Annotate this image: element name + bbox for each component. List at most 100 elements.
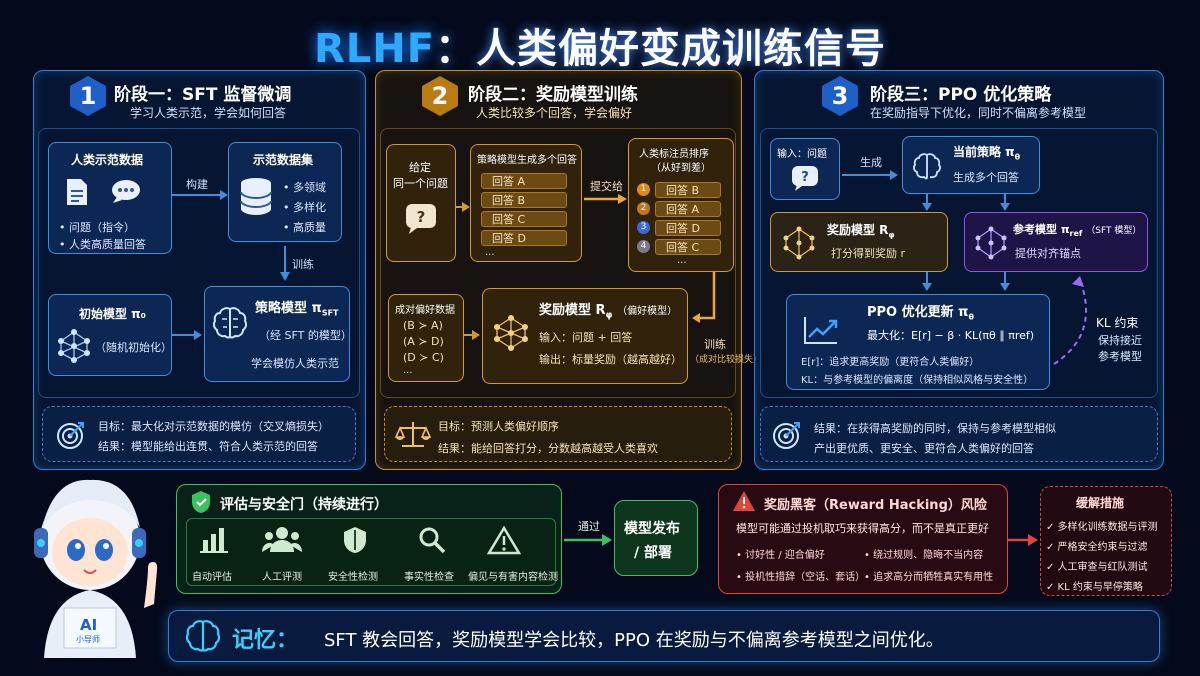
gen-arrow [842,170,898,180]
ref-model-box: 参考模型 πref （SFT 模型） 提供对齐锚点 [964,212,1148,272]
pass-arrow [564,534,612,546]
stage2-train-sub: （成对比较损失） [690,355,763,365]
mascot: AI 小导师 [4,458,174,658]
current-to-reward-arrow [922,194,932,211]
mitigation-item-2: ✓ 人工审查与红队测试 [1046,562,1148,573]
stage3-goal-box [760,406,1158,462]
memory-label: 记忆： [232,628,299,653]
ppo-formula: 最大化：E[r] − β · KL(πθ ∥ πref) [867,329,1035,342]
ref-title: 参考模型 πref （SFT 模型） [1013,221,1141,238]
stage2-goal: 目标：预测人类偏好顺序 [438,420,559,433]
document-icon [67,179,87,205]
reward-to-ppo-arrow [922,272,932,291]
stage1-inner [38,128,360,398]
build-label: 构建 [186,178,208,191]
title-rlhf: RLHF [313,26,436,72]
shield-check-icon [192,491,210,513]
ref-title-sub: ref [1069,229,1083,239]
policy-model-box: 策略模型 πSFT （经 SFT 的模型） 学会模仿人类示范 [204,286,352,382]
svg-text:?: ? [417,208,426,226]
stage3-inner [760,128,1158,398]
ppo-update-title-text: PPO 优化更新 π [867,305,969,320]
ppo-update-box: PPO 优化更新 πθ 最大化：E[r] − β · KL(πθ ∥ πref)… [786,294,1050,390]
gen-answer-3: 回答 D [481,230,567,246]
pair-1: (A ≻ D) [403,335,444,348]
eval-item-1: 人工评测 [262,572,302,583]
current-to-ref-arrow [1000,194,1010,211]
stage2-title: 阶段二：奖励模型训练 [468,85,638,105]
rm-title-sub: φ [605,310,613,321]
stage2-inner [380,128,736,398]
pair-2: (D ≻ C) [403,351,444,364]
stage1-train-label: 训练 [292,258,314,271]
question-bubble-icon: ? [406,204,436,234]
ppo-update-title: PPO 优化更新 πθ [867,301,974,322]
demo-data-box: 人类示范数据 • 问题（指令） • 人类高质量回答 [48,142,172,254]
ppo-input-label: 输入：问题 [777,149,827,160]
train-arrow-down [280,246,290,281]
mascot-figure [34,479,158,658]
question-line1: 给定 [409,161,431,174]
init-model-title: 初始模型 π₀ [79,307,146,321]
deploy-line2: / 部署 [634,545,672,561]
stage1-title: 阶段一：SFT 监督微调 [114,85,292,105]
title-rest: ：人类偏好变成训练信号 [435,26,887,72]
stage3-result1: 结果：在获得高奖励的同时，保持与参考模型相似 [814,422,1056,435]
rank-answer-1: 回答 A [655,200,721,217]
policy-title-sub: SFT [321,308,339,318]
rank-num-1: 2 [637,202,650,215]
eval-item-2: 安全性检测 [328,572,378,583]
policy-title-text: 策略模型 π [255,301,322,316]
eval-title: 评估与安全门（持续进行） [220,497,388,513]
pairs-title: 成对偏好数据 [395,305,455,316]
ppo-reward-desc: 打分得到奖励 r [831,247,906,260]
policy-model-desc1: （经 SFT 的模型） [259,329,352,342]
deploy-line1: 模型发布 [624,521,680,537]
dataset-item-0: • 多领域 [283,181,326,194]
gen-more: ... [485,247,495,258]
rank-row-1: 2 回答 A [637,198,721,217]
mitigation-panel [1040,486,1172,596]
current-policy-desc: 生成多个回答 [953,171,1019,184]
policy-model-title: 策略模型 πSFT [255,297,339,318]
current-policy-title: 当前策略 πθ [953,143,1020,161]
submit-label: 提交给 [590,180,623,193]
ppo-reward-box: 奖励模型 Rφ 打分得到奖励 r [770,212,948,272]
brain-icon-memory [185,620,221,652]
network-icon-ref [975,226,1007,260]
stage1-subtitle: 学习人类示范，学会如何回答 [130,106,287,120]
brain-icon-current [913,153,941,180]
kl-line1: 保持接近 [1098,334,1142,347]
kl-title: KL 约束 [1096,316,1139,330]
generate-title: 策略模型生成多个回答 [477,155,577,166]
hacking-panel [718,484,1008,594]
hacking-item-3: • 追求高分而牺牲真实有用性 [864,572,994,583]
target-icon-3 [773,422,800,449]
dataset-item-1: • 多样化 [283,201,326,214]
chat-icon [112,180,140,203]
ppo-reward-title: 奖励模型 Rφ [827,221,895,239]
network-icon [58,329,90,363]
stage1-goal-box [42,406,356,462]
init-model-desc: （随机初始化） [95,341,172,354]
ppo-reward-title-text: 奖励模型 R [827,223,889,237]
build-arrow [172,190,228,200]
rank-to-rm-arrow [692,272,716,323]
warning-icon [486,525,522,555]
gen-answer-2: 回答 C [481,211,567,227]
chart-up-icon [804,317,838,344]
shield-icon [344,527,366,553]
memory-text: SFT 教会回答，奖励模型学会比较，PPO 在奖励与不偏离参考模型之间优化。 [324,630,944,651]
pair-0: (B ≻ A) [403,319,443,332]
eval-item-3: 事实性检查 [404,572,454,583]
magnifier-icon [419,527,446,554]
generate-box: 策略模型生成多个回答 回答 A 回答 B 回答 C 回答 D ... [470,144,582,262]
pairs-to-rm-arrow [464,330,480,340]
stage3-title: 阶段三：PPO 优化策略 [870,85,1052,105]
submit-arrow [584,194,627,204]
mitigation-item-0: ✓ 多样化训练数据与评测 [1046,522,1158,533]
hacking-item-0: • 讨好性 / 迎合偏好 [736,550,825,561]
rank-answer-2: 回答 D [655,219,721,236]
